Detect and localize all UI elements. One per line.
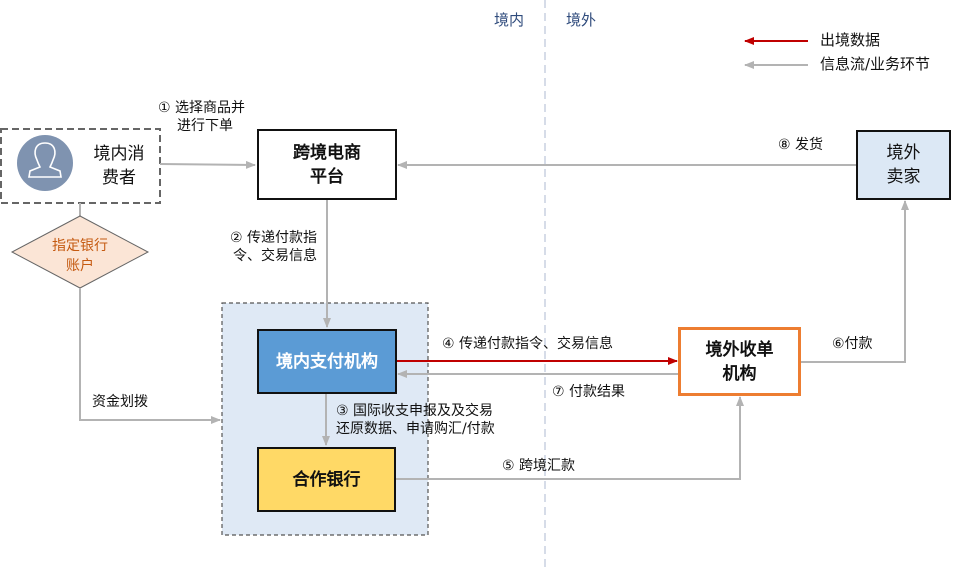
payment-institution-label: 境内支付机构 xyxy=(276,351,378,372)
seller-label-line1: 境外 xyxy=(886,143,921,163)
acquirer-label-line2: 机构 xyxy=(722,363,757,384)
region-overseas-label: 境外 xyxy=(566,11,597,29)
acquirer-node: 境外收单 机构 xyxy=(678,327,801,396)
step2-label-line2: 令、交易信息 xyxy=(233,248,317,264)
step5-arrow xyxy=(395,396,744,480)
step3-label-line1: ③ 国际收支申报及及交易 xyxy=(336,403,494,419)
step3-label-line2: 还原数据、申请购汇/付款 xyxy=(336,421,495,437)
cooperative-bank-node: 合作银行 xyxy=(257,447,396,512)
step2-label-line1: ② 传递付款指 xyxy=(229,230,317,246)
payment-institution-node: 境内支付机构 xyxy=(257,329,397,394)
legend-infoflow-label: 信息流/业务环节 xyxy=(820,55,931,73)
acquirer-label-line1: 境外收单 xyxy=(705,339,774,360)
seller-label-line2: 卖家 xyxy=(886,167,921,187)
step1-label-line2: 进行下单 xyxy=(177,118,233,134)
bank-account-line1: 指定银行 xyxy=(52,238,108,254)
step6-label: ⑥付款 xyxy=(832,336,873,352)
step1-label-line1: ① 选择商品并 xyxy=(158,100,246,116)
legend-outbound-label: 出境数据 xyxy=(820,31,881,49)
funds-transfer-arrow xyxy=(79,288,221,424)
consumer-label-line1: 境内消 xyxy=(93,144,145,164)
user-silhouette xyxy=(28,142,62,178)
region-domestic-label: 境内 xyxy=(494,11,525,29)
funds-transfer-label: 资金划拨 xyxy=(92,394,148,410)
bank-account-label: 指定银行 账户 xyxy=(30,236,130,276)
platform-label-line1: 跨境电商 xyxy=(293,142,361,163)
platform-label-line2: 平台 xyxy=(310,166,344,187)
acquirer-label: 境外收单 机构 xyxy=(706,338,774,386)
bank-account-line2: 账户 xyxy=(66,258,94,274)
consumer-label-line2: 费者 xyxy=(102,168,136,188)
platform-node: 跨境电商 平台 xyxy=(257,129,397,200)
step7-label: ⑦ 付款结果 xyxy=(552,384,626,400)
step2-label: ② 传递付款指 令、交易信息 xyxy=(213,229,317,265)
step8-label: ⑧ 发货 xyxy=(778,137,824,153)
seller-label: 境外 卖家 xyxy=(887,141,921,189)
seller-node: 境外 卖家 xyxy=(856,130,951,200)
step5-label: ⑤ 跨境汇款 xyxy=(502,458,576,474)
platform-label: 跨境电商 平台 xyxy=(293,141,361,189)
cooperative-bank-label: 合作银行 xyxy=(292,469,361,490)
consumer-label: 境内消 费者 xyxy=(84,142,154,190)
step1-arrow xyxy=(159,160,256,169)
step1-label: ① 选择商品并 进行下单 xyxy=(158,99,245,135)
step6-arrow xyxy=(800,200,909,363)
step3-label: ③ 国际收支申报及及交易 还原数据、申请购汇/付款 xyxy=(336,402,495,438)
step4-label: ④ 传递付款指令、交易信息 xyxy=(442,336,614,352)
